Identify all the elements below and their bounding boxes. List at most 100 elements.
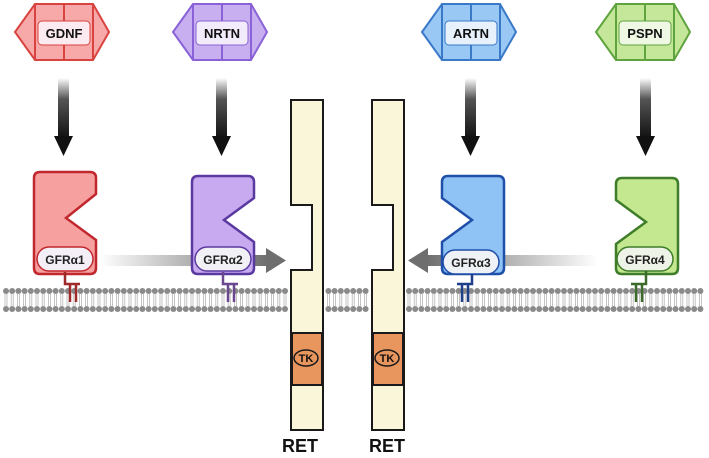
membrane-lipid-head bbox=[27, 288, 34, 294]
membrane-lipid-head bbox=[536, 288, 543, 294]
membrane-lipid-head bbox=[412, 306, 419, 312]
membrane-lipid-head bbox=[660, 306, 667, 312]
membrane-lipid-head bbox=[201, 306, 208, 312]
membrane-lipid-head bbox=[523, 288, 530, 294]
membrane-lipid-head bbox=[257, 288, 264, 294]
membrane-lipid-head bbox=[455, 306, 462, 312]
receptor-gfra4-gpi-anchor bbox=[631, 271, 648, 302]
membrane-lipid-head bbox=[108, 306, 115, 312]
membrane-lipid-head bbox=[548, 288, 555, 294]
cross-talk-arrow-left bbox=[408, 248, 598, 273]
membrane-lipid-head bbox=[474, 306, 481, 312]
membrane-lipid-head bbox=[46, 306, 53, 312]
membrane-lipid-head bbox=[158, 288, 164, 294]
membrane-lipid-head bbox=[65, 306, 71, 312]
membrane-lipid-head bbox=[623, 306, 629, 312]
membrane-lipid-head bbox=[505, 306, 512, 312]
membrane-lipid-head bbox=[654, 306, 660, 312]
membrane-lipid-head bbox=[412, 288, 419, 294]
ret-receptor-1: TK RET bbox=[282, 99, 324, 456]
membrane-lipid-head bbox=[127, 288, 133, 294]
membrane-lipid-head bbox=[9, 306, 16, 312]
membrane-lipid-head bbox=[356, 306, 363, 312]
binding-arrow-pspn bbox=[636, 78, 655, 156]
ret-2-label: RET bbox=[369, 436, 405, 456]
membrane-lipid-head bbox=[102, 288, 109, 294]
cell-membrane bbox=[3, 288, 704, 312]
membrane-lipid-head bbox=[406, 306, 412, 312]
membrane-lipid-head bbox=[604, 306, 611, 312]
ligand-nrtn: NRTN bbox=[171, 3, 269, 61]
membrane-lipid-head bbox=[561, 288, 567, 294]
membrane-lipid-head bbox=[226, 306, 233, 312]
membrane-lipid-head bbox=[678, 306, 685, 312]
membrane-lipid-head bbox=[443, 306, 450, 312]
membrane-lipid-head bbox=[71, 306, 78, 312]
membrane-lipid-head bbox=[418, 306, 425, 312]
membrane-lipid-head bbox=[139, 306, 146, 312]
membrane-lipid-head bbox=[542, 288, 549, 294]
membrane-lipid-head bbox=[34, 288, 40, 294]
membrane-lipid-head bbox=[96, 306, 102, 312]
membrane-lipid-head bbox=[598, 288, 605, 294]
ligand-pspn: PSPN bbox=[594, 3, 692, 61]
membrane-lipid-head bbox=[468, 306, 474, 312]
membrane-lipid-head bbox=[430, 306, 437, 312]
membrane-lipid-head bbox=[251, 288, 257, 294]
receptor-gfra3: GFRα3 bbox=[440, 174, 506, 302]
ligand-pspn-tag bbox=[618, 20, 672, 46]
membrane-lipid-head bbox=[666, 306, 673, 312]
membrane-lipid-head bbox=[461, 288, 468, 294]
membrane-lipid-head bbox=[176, 288, 183, 294]
membrane-lipid-head bbox=[362, 306, 369, 312]
ret-2-tk-badge bbox=[374, 349, 400, 367]
membrane-lipid-head bbox=[511, 288, 518, 294]
receptor-gfra1-label: GFRα1 bbox=[45, 253, 85, 267]
membrane-lipid-head bbox=[220, 288, 226, 294]
membrane-lipid-head bbox=[220, 306, 226, 312]
membrane-lipid-head bbox=[517, 306, 524, 312]
membrane-lipid-head bbox=[443, 288, 450, 294]
membrane-lipid-head bbox=[567, 288, 574, 294]
membrane-lipid-head bbox=[189, 306, 195, 312]
membrane-lipid-head bbox=[362, 288, 369, 294]
membrane-lipid-head bbox=[654, 288, 660, 294]
membrane-lipid-head bbox=[83, 306, 90, 312]
membrane-lipid-head bbox=[77, 288, 84, 294]
membrane-lipid-head bbox=[517, 288, 524, 294]
membrane-lipid-head bbox=[207, 306, 214, 312]
membrane-lipid-head bbox=[15, 288, 22, 294]
membrane-lipid-head bbox=[15, 306, 22, 312]
membrane-lipid-head bbox=[77, 306, 84, 312]
membrane-lipid-head bbox=[530, 288, 536, 294]
membrane-lipid-head bbox=[127, 306, 133, 312]
binding-arrow-artn bbox=[461, 78, 480, 156]
membrane-lipid-head bbox=[170, 288, 177, 294]
membrane-lipid-head bbox=[592, 306, 598, 312]
membrane-lipid-head bbox=[151, 306, 158, 312]
membrane-lipid-head bbox=[238, 306, 245, 312]
ret-1-tk-label: TK bbox=[299, 353, 314, 365]
receptor-gfra2-gpi-anchor bbox=[221, 272, 238, 302]
membrane-lipid-head bbox=[344, 288, 350, 294]
membrane-lipid-head bbox=[610, 288, 617, 294]
membrane-lipid-head bbox=[455, 288, 462, 294]
membrane-lipid-head bbox=[151, 288, 158, 294]
membrane-lipid-head bbox=[331, 288, 338, 294]
membrane-lipid-head bbox=[461, 306, 468, 312]
membrane-lipid-head bbox=[592, 288, 598, 294]
ligand-artn: ARTN bbox=[420, 3, 518, 61]
cross-talk-arrow-right bbox=[100, 248, 286, 273]
membrane-lipid-head bbox=[635, 306, 642, 312]
membrane-lipid-head bbox=[424, 288, 431, 294]
membrane-lipid-head bbox=[505, 288, 512, 294]
membrane-lipid-head bbox=[120, 306, 127, 312]
membrane-lipid-head bbox=[598, 306, 605, 312]
membrane-lipid-head bbox=[269, 288, 276, 294]
membrane-lipid-head bbox=[108, 288, 115, 294]
membrane-lipid-head bbox=[666, 288, 673, 294]
membrane-lipid-head bbox=[437, 288, 443, 294]
membrane-lipid-head bbox=[282, 306, 288, 312]
membrane-lipid-head bbox=[672, 288, 679, 294]
